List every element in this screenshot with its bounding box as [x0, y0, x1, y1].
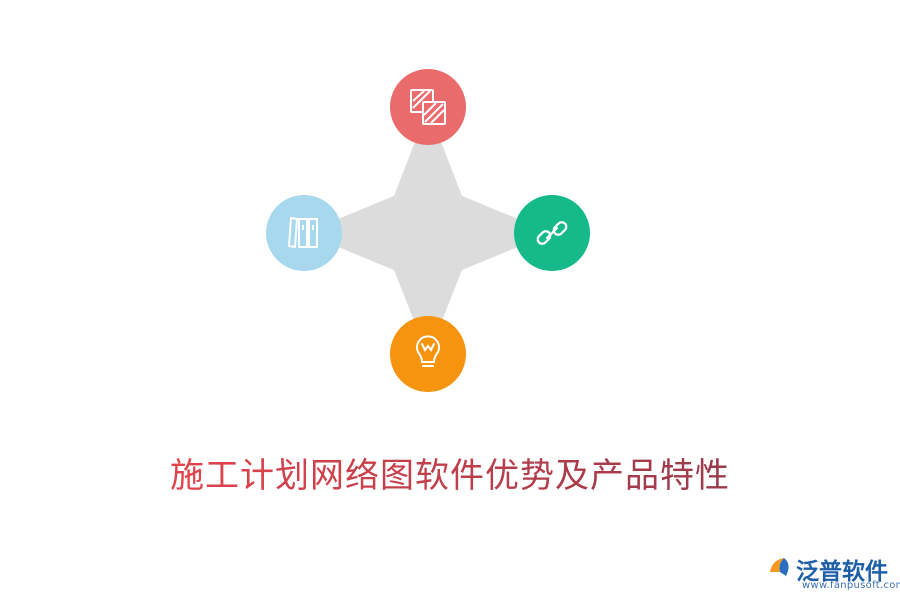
title-char: 计 — [240, 456, 275, 496]
title-char: 络 — [345, 456, 380, 496]
lightbulb-icon — [416, 335, 440, 367]
node-bottom-circle — [390, 316, 466, 392]
title-char: 工 — [205, 456, 240, 496]
title-char: 势 — [520, 456, 555, 496]
title-char: 品 — [625, 456, 660, 496]
node-top — [390, 69, 466, 145]
link-icon — [536, 221, 568, 245]
title-char: 产 — [590, 456, 625, 496]
node-left-circle — [266, 195, 342, 271]
node-right — [514, 195, 590, 271]
title-char: 件 — [450, 456, 485, 496]
title-char: 性 — [695, 456, 730, 496]
title-char: 优 — [485, 456, 520, 496]
logo-url: www.fanpusoft.com — [802, 580, 900, 591]
star-shape — [304, 108, 552, 356]
brand-logo: 泛普软件 www.fanpusoft.com — [766, 550, 900, 591]
fanpu-logo-icon — [770, 558, 789, 576]
title-char: 划 — [275, 456, 310, 496]
title-char: 特 — [660, 456, 695, 496]
title-char: 施 — [170, 456, 205, 496]
page-title: 施工计划网络图软件优势及产品特性 — [0, 448, 900, 497]
title-text: 施工计划网络图软件优势及产品特性 — [170, 448, 730, 497]
stacked-squares-icon — [410, 89, 446, 125]
node-left — [266, 195, 342, 271]
logo-name: 泛普软件 — [796, 559, 888, 585]
title-char: 软 — [415, 456, 450, 496]
title-char: 及 — [555, 456, 590, 496]
binders-icon — [287, 216, 318, 249]
title-char: 图 — [380, 456, 415, 496]
title-char: 网 — [310, 456, 345, 496]
node-bottom — [390, 316, 466, 392]
